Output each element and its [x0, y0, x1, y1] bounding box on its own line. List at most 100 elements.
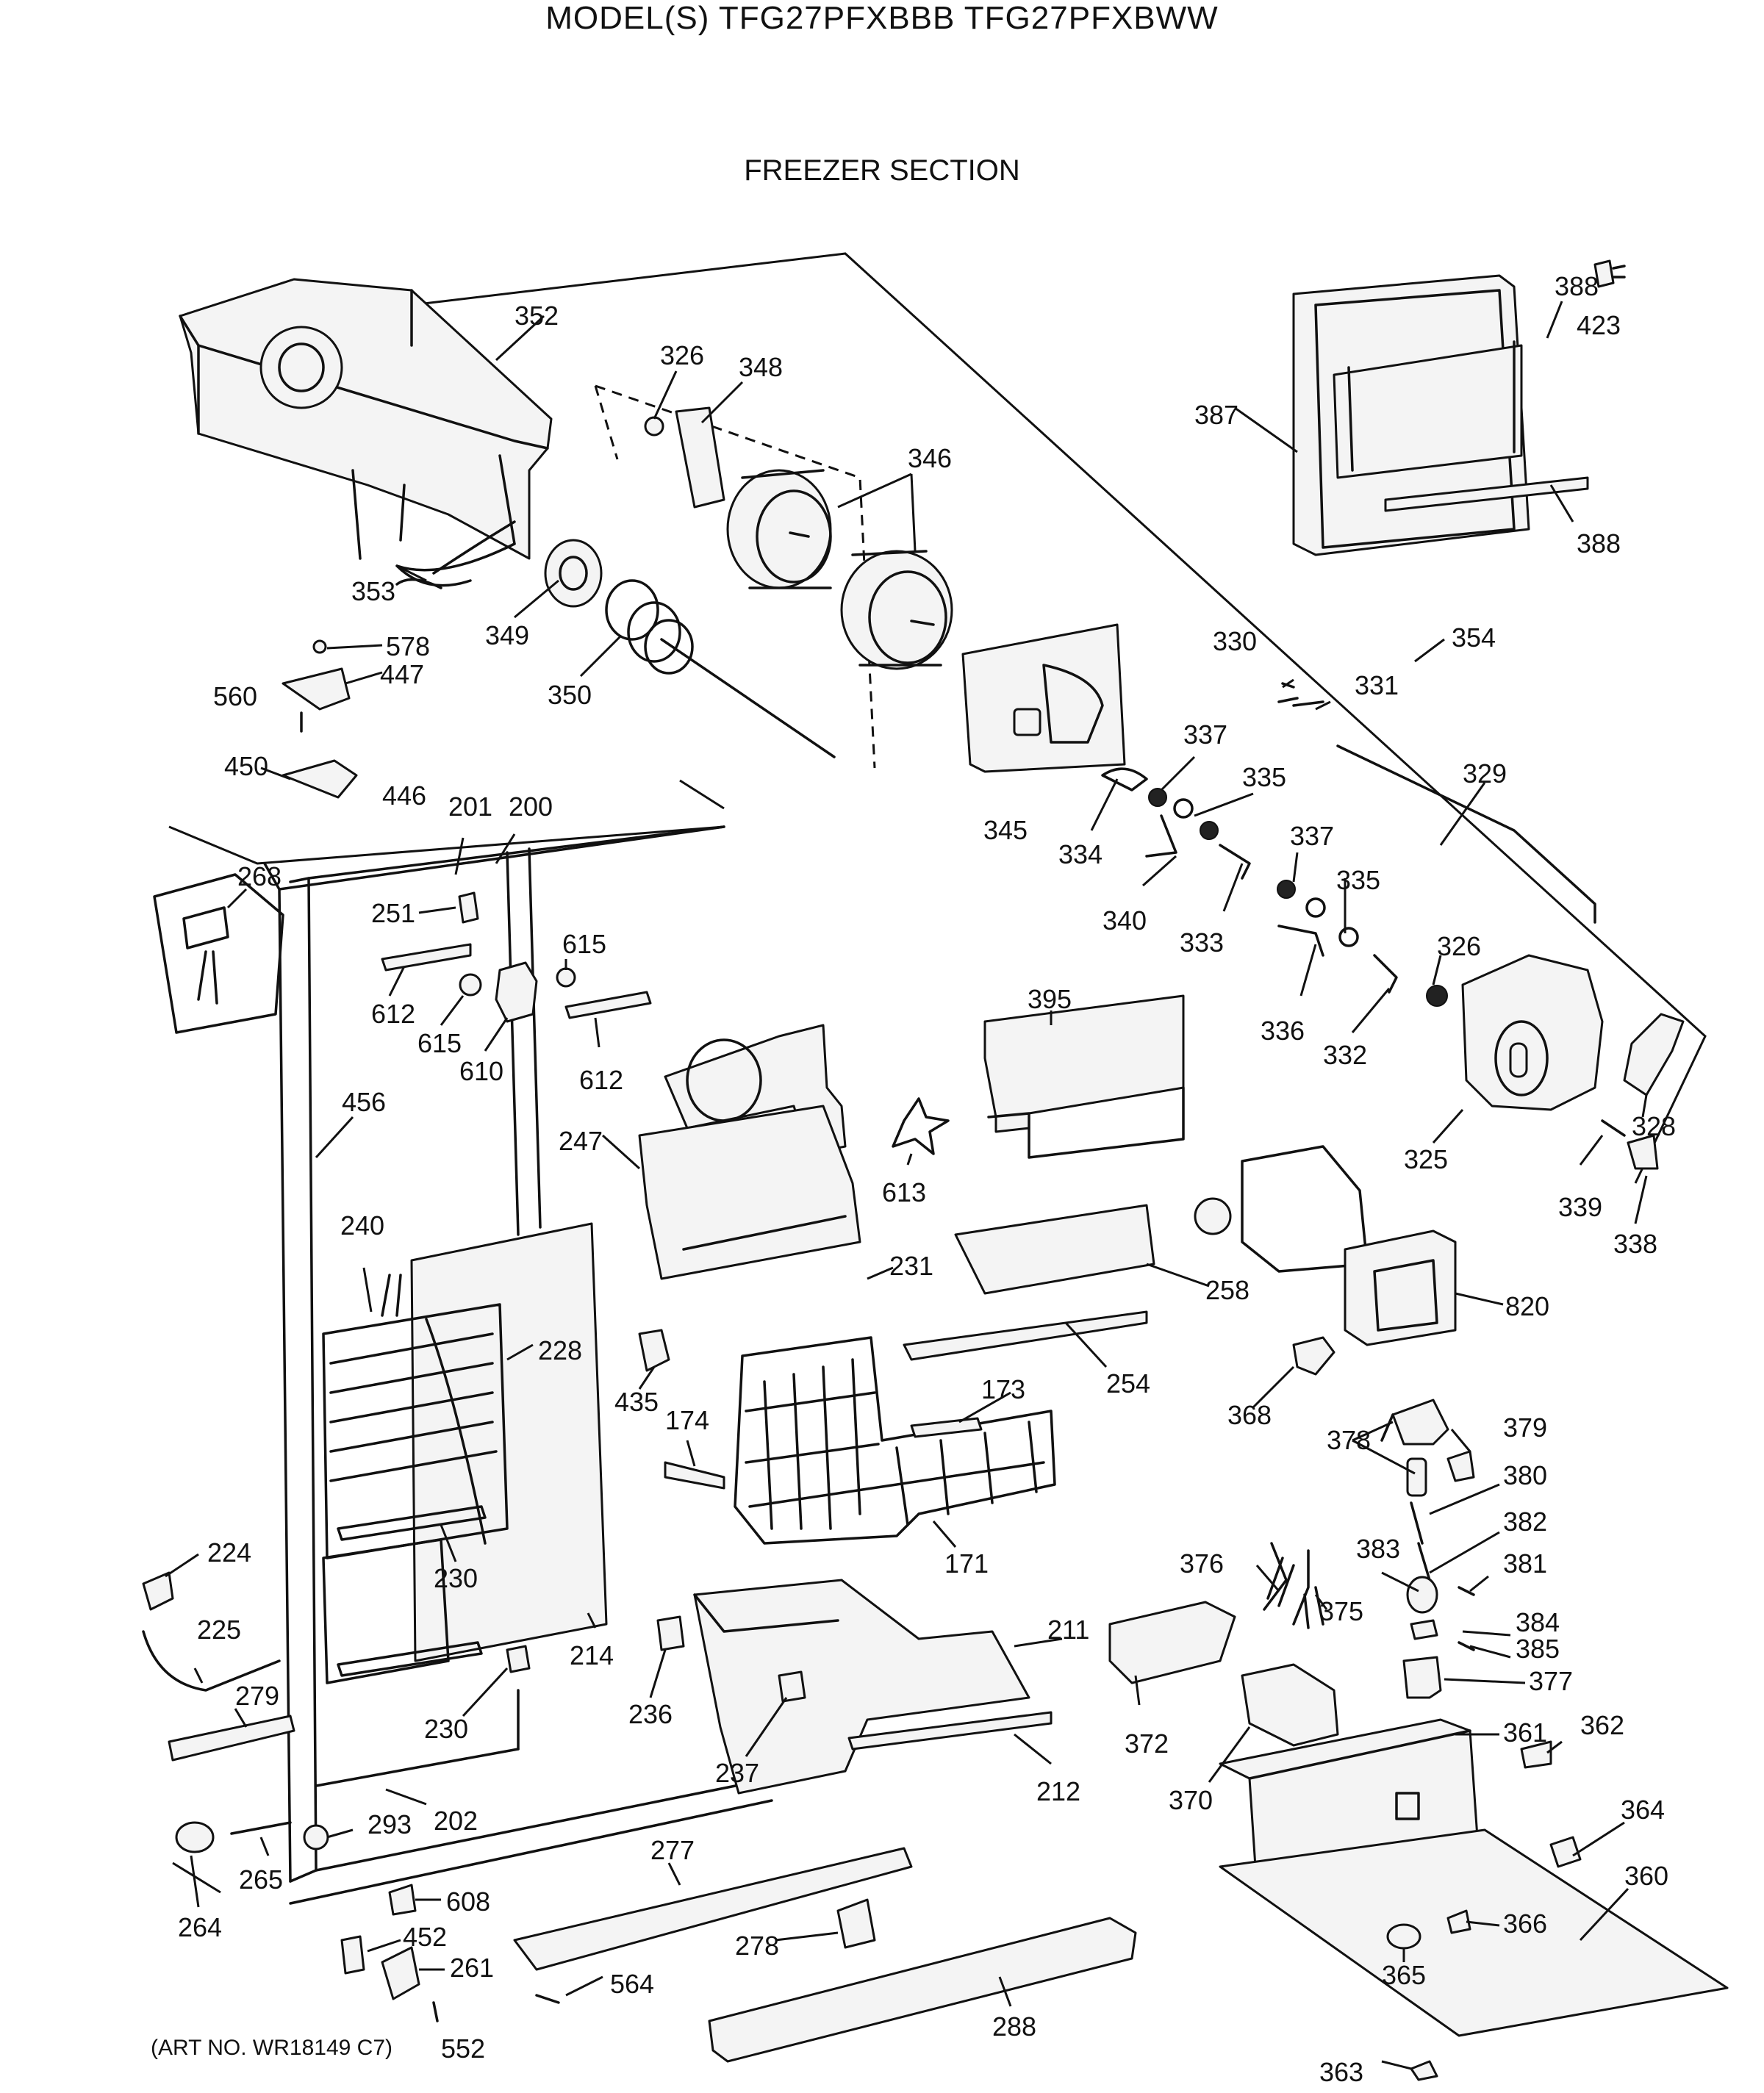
part-label-608: 608: [446, 1886, 490, 1917]
part-label-388a: 388: [1555, 271, 1599, 301]
cover-395: [983, 994, 1185, 1133]
part-label-610: 610: [459, 1056, 503, 1086]
part-label-376: 376: [1180, 1548, 1224, 1579]
tray-360: [1219, 1828, 1729, 2037]
bracket-268: [153, 873, 284, 1034]
switch-608: [388, 1884, 417, 1916]
part-label-820: 820: [1505, 1291, 1549, 1321]
part-label-293: 293: [368, 1809, 412, 1839]
plate-452: [340, 1935, 365, 1975]
art-number: (ART NO. WR18149 C7): [151, 2036, 392, 2060]
part-label-365: 365: [1382, 1960, 1426, 1990]
part-label-613: 613: [882, 1177, 926, 1207]
solenoid-parts: [1380, 1399, 1475, 1699]
clip-338: [1627, 1134, 1659, 1170]
part-label-211: 211: [1047, 1615, 1089, 1645]
motor-bracket-328: [1623, 1013, 1685, 1096]
part-label-564: 564: [610, 1969, 654, 1999]
ice-bucket-352: [179, 278, 553, 589]
part-label-333: 333: [1180, 927, 1224, 958]
part-label-383: 383: [1356, 1534, 1400, 1564]
part-label-385: 385: [1516, 1634, 1560, 1664]
part-label-338: 338: [1613, 1229, 1657, 1259]
ice-maker-820: [1194, 1145, 1457, 1346]
cam-linkage: [1101, 682, 1596, 1007]
assembly-outline: [168, 252, 1707, 1894]
bushing-264: [175, 1821, 215, 1853]
part-label-375: 375: [1319, 1596, 1363, 1626]
part-label-230a: 230: [434, 1563, 478, 1593]
part-label-237: 237: [715, 1758, 759, 1788]
tube-225: [142, 1630, 281, 1692]
bulb-615b: [556, 967, 576, 988]
part-label-202: 202: [434, 1806, 478, 1836]
part-label-335a: 335: [1242, 762, 1286, 792]
bracket-612a: [381, 943, 472, 972]
part-label-354: 354: [1452, 622, 1496, 653]
part-label-345: 345: [983, 815, 1028, 845]
dispenser-door-387: [1292, 259, 1626, 556]
rail-277: [513, 1847, 913, 1971]
part-label-362: 362: [1580, 1710, 1624, 1740]
part-label-265: 265: [239, 1864, 283, 1895]
switch-364: [1549, 1836, 1582, 1868]
part-label-452: 452: [403, 1922, 447, 1952]
part-label-174: 174: [665, 1405, 709, 1435]
part-label-447: 447: [380, 659, 424, 689]
part-label-361: 361: [1503, 1717, 1547, 1748]
part-label-261: 261: [450, 1953, 494, 1983]
part-label-384: 384: [1516, 1607, 1560, 1637]
part-label-171: 171: [944, 1548, 989, 1579]
part-label-560: 560: [213, 681, 257, 711]
leader-lines: [165, 301, 1648, 2070]
spring-224: [142, 1571, 174, 1611]
pan-211: [693, 1579, 1053, 1795]
hinge-261: [381, 1946, 420, 2000]
chute-cover-258: [954, 1204, 1155, 1295]
clip-366: [1446, 1909, 1471, 1934]
part-label-332: 332: [1323, 1040, 1367, 1070]
part-label-288: 288: [992, 2011, 1036, 2042]
part-label-331: 331: [1355, 670, 1399, 700]
part-label-363: 363: [1319, 2057, 1363, 2087]
divider-173: [910, 1417, 983, 1438]
part-label-380: 380: [1503, 1460, 1547, 1490]
part-label-340: 340: [1102, 905, 1147, 936]
part-label-230b: 230: [424, 1714, 468, 1744]
part-label-334: 334: [1058, 839, 1102, 869]
harness-376: [1263, 1542, 1295, 1611]
part-label-251: 251: [371, 898, 415, 928]
part-label-337a: 337: [1183, 719, 1227, 750]
part-label-228: 228: [538, 1335, 582, 1365]
part-label-456: 456: [342, 1087, 386, 1117]
part-label-446: 446: [382, 780, 426, 811]
part-label-366: 366: [1503, 1909, 1547, 1939]
part-label-337b: 337: [1290, 821, 1334, 851]
rod-265: [230, 1821, 292, 1835]
support-174: [664, 1461, 725, 1490]
bracket-368: [1292, 1336, 1335, 1376]
evaporator-228: [322, 1222, 608, 1684]
part-label-349: 349: [485, 620, 529, 650]
part-label-236: 236: [628, 1699, 673, 1729]
crusher-housing-plate-345: [961, 623, 1126, 773]
part-label-268: 268: [237, 861, 282, 891]
part-label-326b: 326: [1437, 931, 1481, 961]
fan-shroud-247: [638, 1024, 861, 1280]
part-label-254: 254: [1106, 1368, 1150, 1399]
bracket-446: [282, 759, 358, 799]
hinge-278: [836, 1898, 876, 1949]
part-label-370: 370: [1169, 1785, 1213, 1815]
part-label-350: 350: [548, 680, 592, 710]
part-label-364: 364: [1621, 1795, 1665, 1825]
part-label-200: 200: [509, 791, 553, 822]
part-label-578: 578: [386, 631, 430, 661]
clip-363: [1410, 2060, 1438, 2081]
part-label-360: 360: [1624, 1861, 1668, 1891]
motor-370: [1241, 1663, 1339, 1747]
bushing-293: [303, 1824, 329, 1850]
model-title: MODEL(S) TFG27PFXBBB TFG27PFXBWW: [545, 0, 1219, 36]
part-label-231: 231: [889, 1251, 933, 1281]
